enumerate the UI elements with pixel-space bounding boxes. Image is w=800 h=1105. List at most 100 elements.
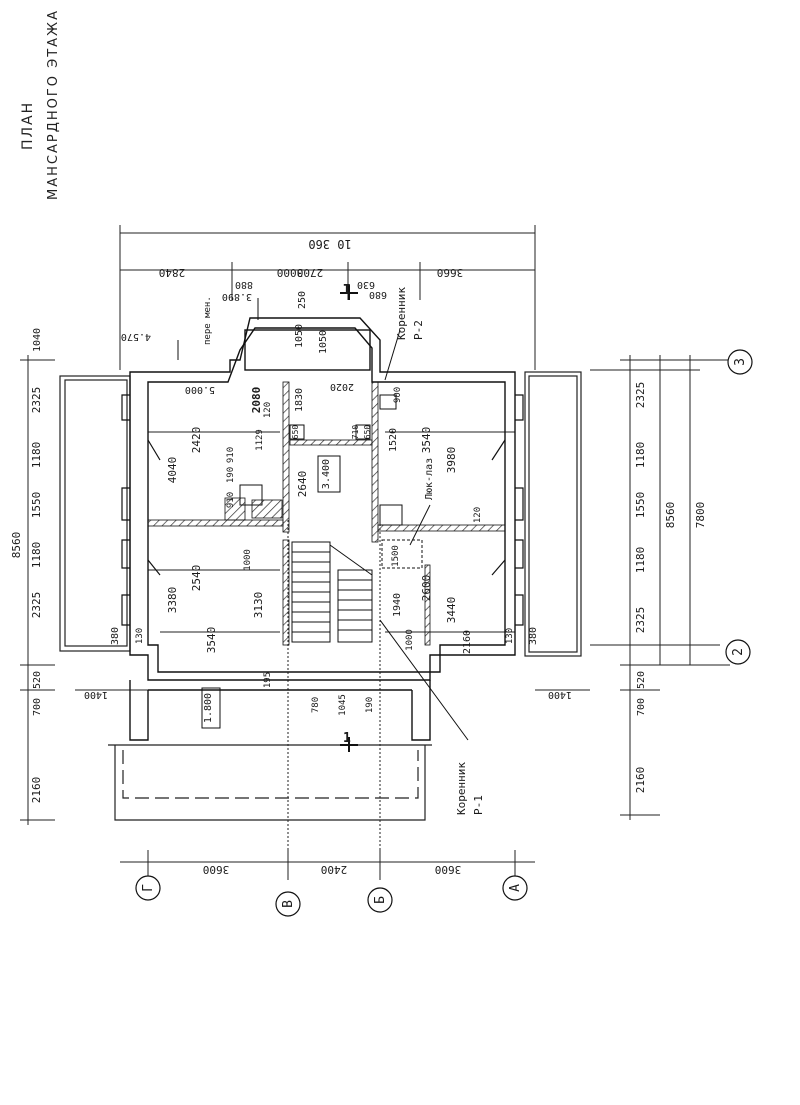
dim-axis-gv: 3600 — [203, 863, 230, 876]
small-dim-2: 190 — [226, 467, 236, 483]
dim-misc-left-380: 380 — [110, 627, 121, 645]
axis-bubble-2 — [725, 639, 751, 665]
room3-sub: 1520 — [388, 428, 399, 452]
axis-number-2: 2 — [731, 648, 746, 656]
note-perem: пере мен. — [203, 296, 213, 345]
text-labels: Г В Б А 3 2 10 360 2840 3000 2700 3660 8… — [10, 237, 748, 908]
window-niches — [121, 394, 524, 626]
room3-length: 3980 — [445, 447, 458, 474]
dim-right-1550: 1550 — [634, 492, 647, 519]
axis-bubble-b — [367, 887, 393, 913]
level-1800: 1.800 — [203, 693, 214, 723]
room2-inner: 3130 — [252, 592, 265, 619]
dim-misc-right-130: 130 — [505, 628, 515, 644]
axis-letter-b: Б — [373, 896, 388, 904]
small-dim-12: 195 — [263, 672, 273, 688]
section-markers — [340, 285, 358, 752]
dim-left-1180b: 1180 — [30, 442, 43, 469]
dim-top-3: 2700 — [297, 266, 324, 279]
dim-left-2160: 2160 — [30, 777, 43, 804]
dim-right-1180a: 1180 — [634, 547, 647, 574]
axis-letter-g: Г — [141, 884, 156, 892]
room2-width: 2540 — [190, 565, 203, 592]
balcony-outlines — [59, 371, 582, 821]
axis-bubble-3 — [727, 349, 753, 375]
dim-axis-vb: 2400 — [321, 863, 348, 876]
small-dim-14: 1045 — [338, 694, 348, 716]
small-dim-5: 2080 — [250, 387, 263, 414]
small-dim-9: 650 — [363, 425, 372, 440]
room2-depth: 3540 — [205, 627, 218, 654]
hall-hatch-dim: 1500 — [391, 545, 401, 567]
axis-bubble-v — [275, 891, 301, 917]
level-boxes — [201, 455, 341, 729]
bay-side: 1830 — [294, 388, 305, 412]
room3-wall: 120 — [473, 507, 483, 523]
small-dim-8: 710 — [351, 425, 360, 440]
level-3890: 3.890 — [222, 291, 252, 302]
small-dim-3: 910 — [226, 447, 236, 463]
dim-right-total-b: 7800 — [694, 502, 707, 529]
dim-left-2325b: 2325 — [30, 387, 43, 414]
axis-bubble-a — [502, 875, 528, 901]
dim-right-700: 700 — [636, 698, 647, 716]
note-chimney-1-code: Р-1 — [472, 795, 485, 815]
small-dim-11: 1000 — [243, 549, 253, 571]
dim-left-700: 700 — [32, 698, 43, 716]
dim-misc-left-130: 130 — [135, 628, 145, 644]
room2-length: 3380 — [166, 587, 179, 614]
dim-misc-right-380: 380 — [528, 627, 539, 645]
dim-left-520: 520 — [32, 671, 43, 689]
note-chimney-1: Коренник — [455, 762, 468, 815]
axis-letter-a: А — [508, 884, 523, 892]
dim-left-1550: 1550 — [30, 492, 43, 519]
dim-top-small-2: 630 — [357, 279, 375, 290]
dim-overall-width: 10 360 — [308, 237, 351, 251]
room4-width: 2600 — [420, 575, 433, 602]
staircase — [291, 541, 373, 643]
dim-top-1: 2840 — [159, 266, 186, 279]
dim-right-2325a: 2325 — [634, 607, 647, 634]
section-mark-top: 1 — [343, 280, 351, 295]
dim-top-small-3: 680 — [369, 289, 387, 300]
dim-right-2325b: 2325 — [634, 382, 647, 409]
dim-left-2325a: 2325 — [30, 592, 43, 619]
section-mark-bottom: 1 — [343, 731, 351, 746]
small-dim-1: 910 — [226, 492, 236, 508]
dim-axis-ba: 3600 — [435, 863, 462, 876]
note-chimney-2: Коренник — [395, 287, 408, 340]
bay-width: 2020 — [330, 381, 354, 392]
room4-depth: 2160 — [462, 630, 473, 654]
small-dim-6: 1129 — [255, 429, 265, 451]
small-dim-4: 120 — [263, 402, 273, 418]
small-dim-10: 900 — [393, 387, 403, 403]
axis-number-3: 3 — [733, 358, 748, 366]
room1-width: 2420 — [190, 427, 203, 454]
dim-bay-depth: 1050 — [294, 324, 305, 348]
dim-left-1040: 1040 — [32, 328, 43, 352]
title-line-1: ПЛАН — [20, 100, 36, 150]
plan-title: ПЛАН — [20, 101, 36, 150]
hall-width: 1940 — [392, 593, 403, 617]
exterior-walls — [129, 317, 516, 741]
small-dim-15: 190 — [365, 697, 375, 713]
title-line-2: МАНСАРДНОГО ЭТАЖА — [46, 9, 61, 200]
axis-bubbles — [135, 349, 753, 917]
room3-width: 3540 — [420, 427, 433, 454]
note-chimney-2-code: Р-2 — [412, 320, 425, 340]
dim-top-4: 3660 — [437, 266, 464, 279]
note-attic-hatch: Люк-лаз — [424, 458, 435, 500]
plan-subtitle: МАНСАРДНОГО ЭТАЖА — [46, 9, 61, 200]
level-5000: 5.000 — [185, 384, 215, 395]
level-3400: 3.400 — [321, 459, 332, 489]
dim-top-small-1: 880 — [235, 279, 253, 290]
dim-right-2160: 2160 — [634, 767, 647, 794]
small-dim-7: 650 — [291, 425, 300, 440]
bay-depth: 1050 — [318, 330, 329, 354]
dim-right-520: 520 — [636, 671, 647, 689]
small-dim-13: 780 — [311, 697, 321, 713]
level-4570: 4.570 — [121, 331, 151, 342]
leader-lines — [177, 298, 469, 741]
